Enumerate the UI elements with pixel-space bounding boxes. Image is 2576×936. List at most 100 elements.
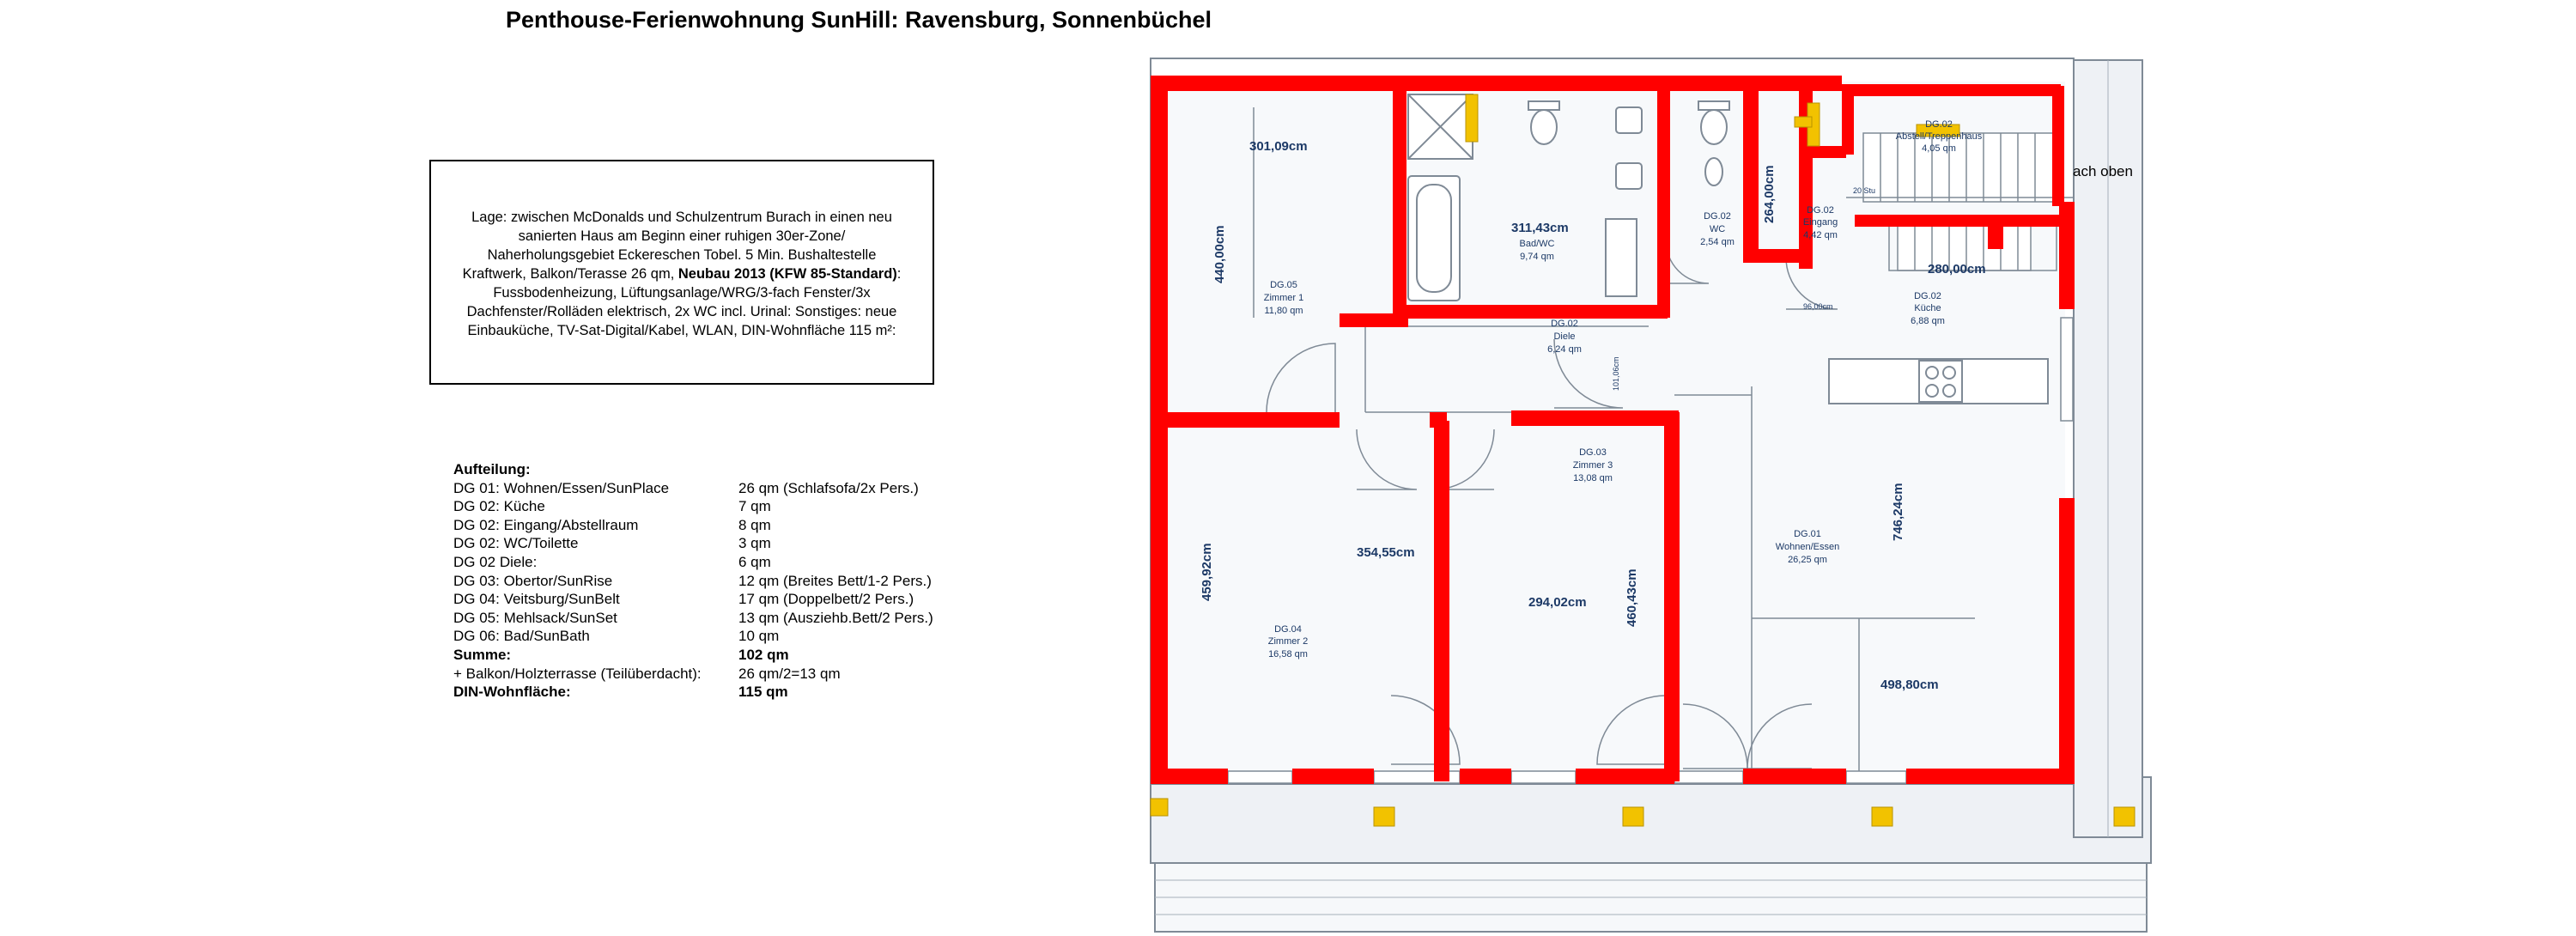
allocation-heading: Aufteilung: bbox=[453, 461, 531, 477]
description-bold: Neubau 2013 (KFW 85-Standard) bbox=[677, 266, 897, 282]
room-area: 26,25 qm bbox=[1788, 555, 1827, 565]
sum-label: Summe: bbox=[453, 646, 512, 663]
dimension-label: 460,43cm bbox=[1625, 568, 1639, 627]
sum-value: 102 qm bbox=[738, 646, 789, 663]
allocation-value: 6 qm bbox=[738, 553, 771, 570]
allocation-value: 7 qm bbox=[738, 498, 771, 515]
room-labels: DG.05 Zimmer 1 11,80 qm Bad/WC 9,74 qm D… bbox=[1264, 119, 1983, 659]
room-id: DG.02 bbox=[1807, 205, 1834, 216]
description-line: Dachfenster/Rolläden elektrisch, 2x WC i… bbox=[466, 304, 897, 319]
allocation-value: 8 qm bbox=[738, 516, 771, 533]
room-area: 9,74 qm bbox=[1520, 252, 1554, 262]
room-area: 6,88 qm bbox=[1911, 316, 1945, 326]
description-line: Lage: zwischen McDonalds und Schulzentru… bbox=[471, 210, 892, 225]
allocation-row: Summe: 102 qm bbox=[453, 646, 789, 665]
description-text: Kraftwerk, Balkon/Terasse 26 qm, bbox=[462, 266, 678, 282]
room-area: 4,42 qm bbox=[1803, 230, 1838, 240]
room-area: 2,54 qm bbox=[1700, 237, 1735, 247]
room-id: DG.02 bbox=[1551, 319, 1578, 329]
allocation-row: DG 05: Mehlsack/SunSet 13 qm (Ausziehb.Be… bbox=[453, 609, 933, 628]
dimension-label: 294,02cm bbox=[1528, 595, 1587, 610]
allocation-value: 3 qm bbox=[738, 535, 771, 552]
room-id: DG.01 bbox=[1794, 529, 1821, 539]
kitchen-counter bbox=[1828, 358, 2049, 404]
room-area: 6,24 qm bbox=[1547, 344, 1582, 355]
bathroom-fixtures bbox=[1407, 94, 1730, 301]
allocation-label: DG 04: Veitsburg/SunBelt bbox=[453, 591, 620, 608]
room-name: WC bbox=[1710, 224, 1725, 234]
room-id: DG.02 bbox=[1925, 119, 1953, 130]
room-name: Diele bbox=[1553, 331, 1575, 342]
description-text: : bbox=[896, 266, 902, 282]
dimension-label: 264,00cm bbox=[1762, 165, 1777, 223]
allocation-row: DG 02: WC/Toilette 3 qm bbox=[453, 534, 771, 553]
balcony-label: + Balkon/Holzterrasse (Teilüberdacht): bbox=[453, 665, 702, 682]
balcony-value: 26 qm/2=13 qm bbox=[738, 665, 841, 682]
dimension-label: 96,00cm bbox=[1803, 302, 1833, 311]
allocation-label: DG 02: Eingang/Abstellraum bbox=[453, 516, 639, 533]
stairs-label: ach oben bbox=[2073, 163, 2133, 179]
description-box: Lage: zwischen McDonalds und Schulzentru… bbox=[429, 160, 934, 385]
description-line: Naherholungsgebiet Eckereschen Tobel. 5 … bbox=[487, 247, 877, 263]
room-name: Zimmer 3 bbox=[1573, 460, 1613, 471]
allocation-value: 17 qm (Doppelbett/2 Pers.) bbox=[738, 591, 914, 608]
dimension-label: 101,06cm bbox=[1612, 356, 1620, 391]
room-id: DG.02 bbox=[1704, 211, 1731, 222]
allocation-label: DG 05: Mehlsack/SunSet bbox=[453, 609, 617, 626]
dimension-label: 311,43cm bbox=[1511, 221, 1569, 235]
roof-area bbox=[2073, 59, 2143, 838]
allocation-label: DG 02: WC/Toilette bbox=[453, 535, 579, 552]
dimension-labels: 301,09cm 440,00cm 311,43cm 264,00cm 280,… bbox=[1200, 139, 1986, 692]
allocation-row: DG 02 Diele:6 qm bbox=[453, 553, 771, 572]
allocation-row: + Balkon/Holzterrasse (Teilüberdacht): 26… bbox=[453, 665, 841, 684]
allocation-value: 26 qm (Schlafsofa/2x Pers.) bbox=[738, 479, 919, 496]
description-line: sanierten Haus am Beginn einer ruhigen 3… bbox=[518, 228, 846, 244]
room-id: DG.03 bbox=[1579, 447, 1607, 458]
allocation-label: DG 01: Wohnen/Essen/SunPlace bbox=[453, 479, 670, 496]
room-name: Wohnen/Essen bbox=[1776, 542, 1839, 552]
room-area: 11,80 qm bbox=[1264, 306, 1303, 316]
room-name: Zimmer 1 bbox=[1264, 293, 1303, 303]
dimension-label: 354,55cm bbox=[1357, 545, 1415, 560]
din-value: 115 qm bbox=[738, 684, 788, 701]
room-id: DG.05 bbox=[1270, 280, 1297, 290]
room-id: DG.02 bbox=[1914, 291, 1941, 301]
room-area: 16,58 qm bbox=[1268, 649, 1308, 659]
allocation-label: DG 03: Obertor/SunRise bbox=[453, 572, 613, 589]
allocation-row: DG 02: Küche 7 qm bbox=[453, 497, 771, 516]
allocation-label: DG 06: Bad/SunBath bbox=[453, 628, 590, 645]
allocation-list: Aufteilung: DG 01: Wohnen/Essen/SunPlace… bbox=[453, 460, 933, 702]
dimension-label: 746,24cm bbox=[1891, 483, 1905, 541]
staircase bbox=[1846, 132, 2074, 203]
room-area: 4,05 qm bbox=[1922, 143, 1956, 154]
fixtures bbox=[1150, 94, 2136, 827]
room-name: Küche bbox=[1914, 303, 1941, 313]
page-title: Penthouse-Ferienwohnung SunHill: Ravensb… bbox=[505, 7, 1212, 33]
dimension-label: 440,00cm bbox=[1212, 225, 1227, 283]
terrace bbox=[1150, 776, 2152, 933]
dimension-label: 498,80cm bbox=[1880, 678, 1939, 692]
description-line: Kraftwerk, Balkon/Terasse 26 qm, Neubau … bbox=[440, 264, 924, 283]
room-id: DG.04 bbox=[1274, 624, 1302, 635]
din-label: DIN-Wohnfläche: bbox=[453, 684, 571, 701]
room-name: Bad/WC bbox=[1520, 239, 1555, 249]
room-name: Abstell/Treppenhaus bbox=[1896, 131, 1983, 142]
description-line: Einbauküche, TV-Sat-Digital/Kabel, WLAN,… bbox=[467, 323, 896, 338]
dimension-label: 459,92cm bbox=[1200, 543, 1214, 601]
dimension-label: 280,00cm bbox=[1928, 262, 1986, 277]
small-dimension-labels: 96,00cm 101,06cm 20 Stu bbox=[1612, 186, 1875, 391]
allocation-value: 12 qm (Breites Bett/1-2 Pers.) bbox=[738, 572, 932, 589]
allocation-row: DG 06: Bad/SunBath 10 qm bbox=[453, 627, 779, 646]
room-name: Zimmer 2 bbox=[1268, 636, 1308, 647]
allocation-row: DG 04: Veitsburg/SunBelt 17 qm (Doppelbet… bbox=[453, 590, 914, 609]
allocation-row: DG 02: Eingang/Abstellraum 8 qm bbox=[453, 516, 771, 535]
allocation-value: 13 qm (Ausziehb.Bett/2 Pers.) bbox=[738, 609, 933, 626]
room-name: Eingang bbox=[1803, 217, 1838, 228]
floor-plan: 301,09cm 440,00cm 311,43cm 264,00cm 280,… bbox=[1150, 58, 2152, 933]
allocation-row: DG 01: Wohnen/Essen/SunPlace 26 qm (Schla… bbox=[453, 479, 919, 498]
allocation-label: DG 02: Küche bbox=[453, 498, 545, 515]
dimension-label: 301,09cm bbox=[1249, 139, 1308, 154]
room-area: 13,08 qm bbox=[1573, 473, 1613, 483]
step-label: 20 Stu bbox=[1853, 186, 1875, 195]
allocation-value: 10 qm bbox=[738, 628, 780, 645]
